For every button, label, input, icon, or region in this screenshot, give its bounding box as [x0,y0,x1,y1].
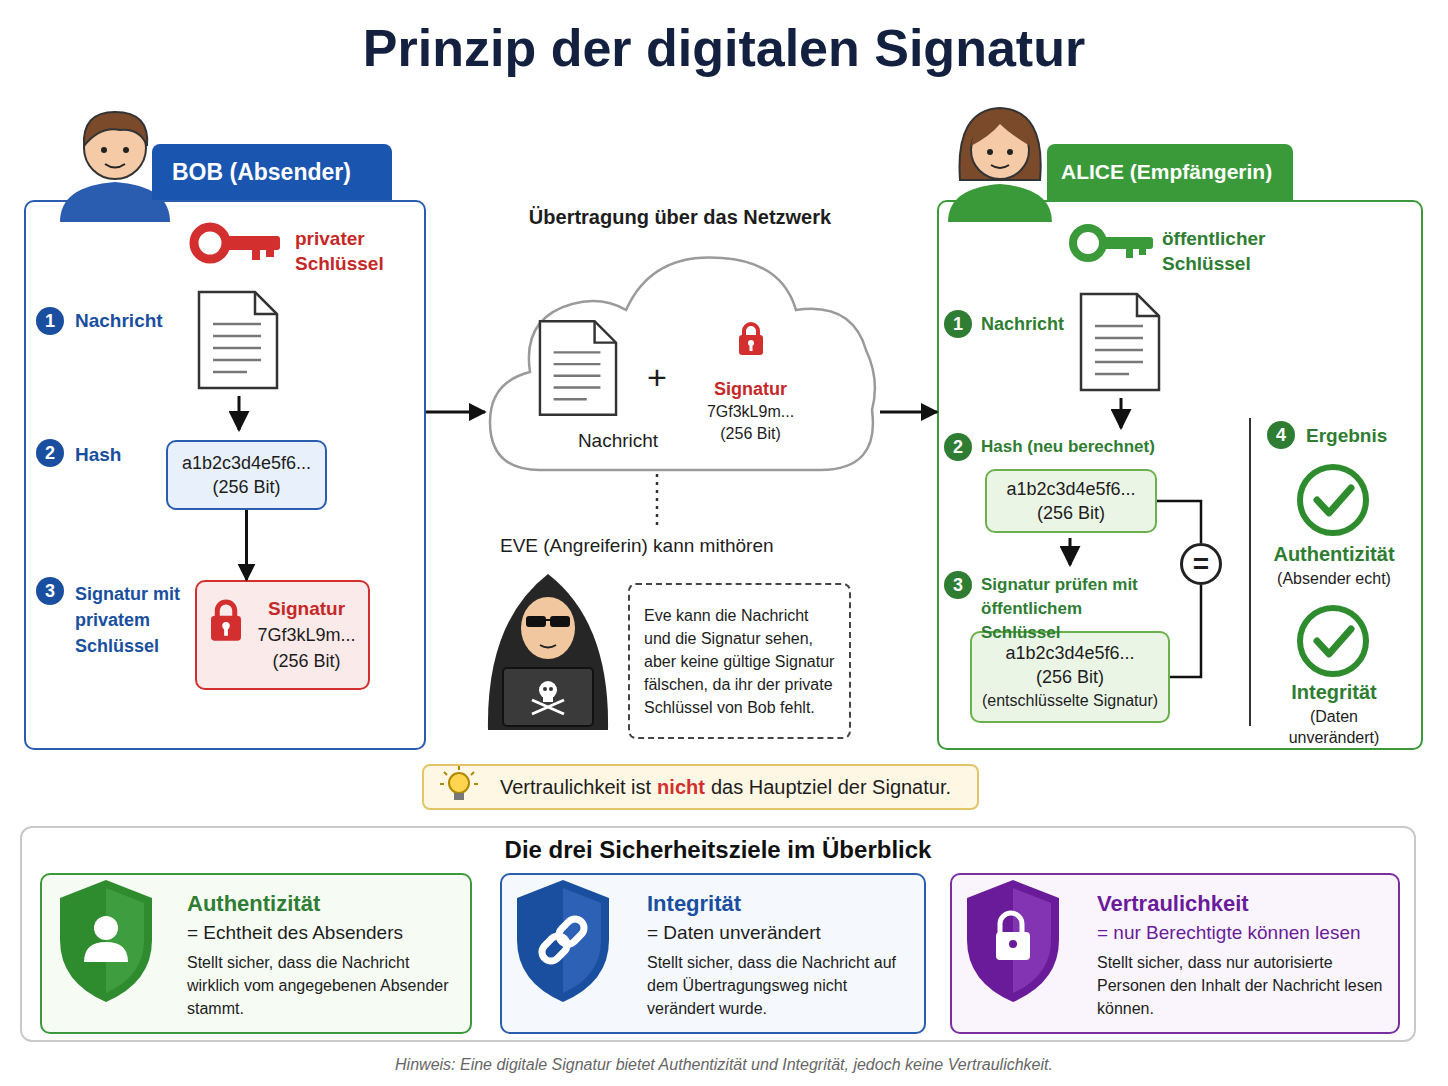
step-number: 3 [36,577,64,605]
node-text: a1b2c3d4e5f6... [1006,477,1135,501]
node-text: = Daten unverändert [647,919,821,947]
connector [880,411,937,414]
connector [426,411,485,414]
node-text: Stellt sicher, dass die Nachricht wirkli… [187,951,456,1020]
tip-box: Vertraulichkeit ist nicht das Hauptziel de… [422,764,979,810]
step-number: 2 [944,433,972,461]
key-label: öffentlicher Schlüssel [1162,226,1292,276]
connector [1157,501,1201,543]
node-text: das Hauptziel der Signatur. [711,776,951,799]
node-text: = nur Berechtigte können lesen [1097,919,1361,947]
receiver-panel: ALICE (Empfängerin)a1b2c3d4e5f6...(256 B… [937,200,1423,750]
node-text: Die drei Sicherheitsziele im Überblick [22,836,1414,864]
node-text: ALICE (Empfängerin) [1047,144,1293,200]
decrypted-box: a1b2c3d4e5f6...(256 Bit)(entschlüsselte … [970,631,1170,723]
step-number: 2 [36,439,64,467]
step-number: 4 [1267,421,1295,449]
node-text: Eve kann die Nachricht und die Signatur … [644,604,835,719]
goal-card: Vertraulichkeit= nur Berechtigte können … [950,873,1400,1034]
step-label: Nachricht [981,314,1101,335]
node-text: Vertraulichkeit [1097,889,1249,919]
equals-circle: = [1180,543,1222,585]
node-text: Stellt sicher, dass nur autorisierte Per… [1097,951,1384,1020]
diagram-title: Prinzip der digitalen Signatur [0,18,1448,78]
node-text: (256 Bit) [720,423,780,445]
signature-box: Signatur7Gf3kL9m...(256 Bit) [693,336,808,456]
node-text: (entschlüsselte Signatur) [982,689,1158,713]
step-label: Signatur mit privatem Schlüssel [75,581,190,659]
sender-panel: BOB (Absender)a1b2c3d4e5f6...(256 Bit)Si… [24,200,426,750]
result-note: (Daten unverändert) [1268,706,1400,748]
node-text: (256 Bit) [1037,501,1105,525]
step-label: Ergebnis [1306,425,1416,447]
connector [1170,585,1201,677]
callout-box: Eve kann die Nachricht und die Signatur … [628,583,851,739]
node-text: nicht [657,776,705,799]
caption: Hinweis: Eine digitale Signatur bietet A… [0,1056,1448,1074]
overview-panel: Die drei Sicherheitsziele im ÜberblickAu… [20,826,1416,1042]
result-label: Authentizität [1258,543,1410,566]
goal-card: Authentizität= Echtheit des AbsendersSte… [40,873,472,1034]
hash-box: a1b2c3d4e5f6...(256 Bit) [166,440,327,510]
step-label: Hash (neu berechnet) [981,437,1181,457]
network-label: Übertragung über das Netzwerk [480,206,880,229]
step-number: 1 [36,307,64,335]
node-text: = Echtheit des Absenders [187,919,403,947]
node-text: Authentizität [187,889,320,919]
node-text: Stellt sicher, dass die Nachricht auf de… [647,951,910,1020]
plus-sign: + [640,358,674,397]
node-text: a1b2c3d4e5f6... [1005,641,1134,665]
node-text: Signatur [714,377,787,401]
attacker-label: EVE (Angreiferin) kann mithören [500,535,840,557]
result-label: Integrität [1258,681,1410,704]
node-text: 7Gf3kL9m... [707,401,794,423]
step-label: Hash [75,444,195,466]
goal-card: Integrität= Daten unverändertStellt sich… [500,873,926,1034]
network-cloud: NachrichtSignatur7Gf3kL9m...(256 Bit) [485,250,880,475]
step-number: 3 [944,571,972,599]
node-text: = [1193,549,1209,579]
result-note: (Absender echt) [1258,570,1410,588]
node-text: (256 Bit) [272,648,340,674]
node-text: (256 Bit) [212,475,280,499]
node-text: Signatur [268,596,345,622]
node-text: 7Gf3kL9m... [257,622,355,648]
node-text: Vertraulichkeit ist [500,776,651,799]
step-label: Nachricht [75,310,195,332]
step-number: 1 [944,310,972,338]
key-label: privater Schlüssel [295,226,405,276]
node-text: (256 Bit) [1036,665,1104,689]
connector [245,510,248,580]
hash-box: a1b2c3d4e5f6...(256 Bit) [985,469,1157,533]
step-label: Signatur prüfen mit öffentlichem Schlüss… [981,573,1166,645]
node-text: Nachricht [533,430,703,452]
signature-box: Signatur7Gf3kL9m...(256 Bit) [195,580,370,690]
node-text: BOB (Absender) [152,144,392,200]
node-text: Integrität [647,889,741,919]
node-text: a1b2c3d4e5f6... [182,451,311,475]
